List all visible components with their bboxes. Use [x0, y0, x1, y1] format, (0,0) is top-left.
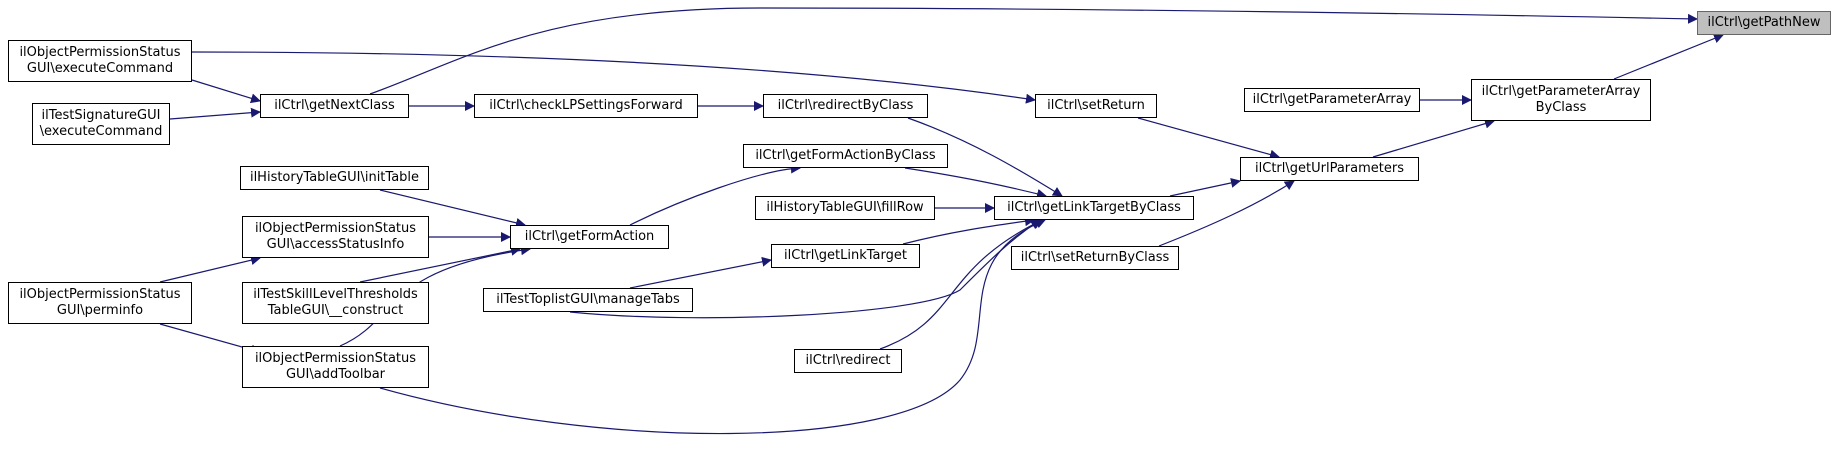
node-ilctrl-setreturnbyclass[interactable]: ilCtrl\setReturnByClass	[1011, 246, 1179, 270]
node-ilctrl-redirectbyclass[interactable]: ilCtrl\redirectByClass	[763, 94, 928, 118]
edge-glt-ttmt	[629, 256, 772, 289]
edge-redir-gltbc	[879, 219, 1043, 350]
node-ilctrl-checklpsettingsforward[interactable]: ilCtrl\checkLPSettingsForward	[474, 94, 698, 118]
edge-opsec-gnc	[191, 79, 261, 104]
node-ilctrl-setreturn[interactable]: ilCtrl\setReturn	[1035, 94, 1157, 118]
node-ilctrl-redirect[interactable]: ilCtrl\redirect	[794, 349, 902, 373]
edge-gfabc-gltbc	[904, 167, 1047, 199]
edge-gnc-root	[369, 7, 1698, 95]
edge-tsltc-gfa	[359, 245, 521, 283]
node-ilobjectpermissionstatusgui-accessstatusinfo[interactable]: ilObjectPermissionStatus GUI\accessStatu…	[242, 216, 429, 258]
edge-opsec-sr	[191, 51, 1036, 104]
node-ilobjectpermissionstatusgui-addtoolbar[interactable]: ilObjectPermissionStatus GUI\addToolbar	[242, 346, 429, 388]
edge-gup-gpabc	[1372, 118, 1495, 158]
edge-rbc-gltbc	[907, 117, 1063, 197]
edge-srbc-gup	[1158, 180, 1295, 247]
edge-glt-gltbc	[902, 216, 1035, 245]
node-iltestskilllevelthresholdstablegui-construct[interactable]: ilTestSkillLevelThresholds TableGUI\__co…	[242, 282, 429, 324]
node-ilobjectpermissionstatusgui-executecommand[interactable]: ilObjectPermissionStatus GUI\executeComm…	[8, 40, 192, 82]
edge-gltbc-gup	[1169, 177, 1241, 197]
node-ilctrl-getpathnew: ilCtrl\getPathNew	[1697, 11, 1831, 35]
edge-htinit-gfa	[379, 189, 526, 228]
node-ilobjectpermissionstatusgui-perminfo[interactable]: ilObjectPermissionStatus GUI\perminfo	[8, 282, 192, 324]
node-iltestsignaturegui-executecommand[interactable]: ilTestSignatureGUI \executeCommand	[32, 103, 170, 145]
node-ilctrl-getparameterarraybyclass[interactable]: ilCtrl\getParameterArray ByClass	[1471, 79, 1651, 121]
edge-ttmt-gltbc	[569, 219, 1041, 319]
node-ilctrl-getformaction[interactable]: ilCtrl\getFormAction	[510, 225, 669, 249]
edge-opspi-opsasi	[159, 255, 261, 283]
node-iltesttoplistgui-managetabs[interactable]: ilTestToplistGUI\manageTabs	[483, 288, 693, 312]
node-ilctrl-getlinktarget[interactable]: ilCtrl\getLinkTarget	[771, 244, 920, 268]
edge-tsec-gnc	[169, 107, 261, 120]
edge-opsat-gltbc	[379, 218, 1046, 435]
node-ilctrl-geturlparameters[interactable]: ilCtrl\getUrlParameters	[1240, 157, 1419, 181]
node-ilctrl-getnextclass[interactable]: ilCtrl\getNextClass	[260, 94, 409, 118]
edge-gpabc-root	[1613, 33, 1724, 80]
node-ilctrl-getlinktargetbyclass[interactable]: ilCtrl\getLinkTargetByClass	[994, 196, 1194, 220]
node-ilhistorytablegui-fillrow[interactable]: ilHistoryTableGUI\fillRow	[755, 196, 935, 220]
edge-gfa-gfabc	[629, 163, 801, 226]
edge-sr-gup	[1137, 117, 1280, 160]
node-ilctrl-getparameterarray[interactable]: ilCtrl\getParameterArray	[1244, 88, 1420, 112]
node-ilctrl-getformactionbyclass[interactable]: ilCtrl\getFormActionByClass	[743, 144, 948, 168]
node-ilhistorytablegui-inittable[interactable]: ilHistoryTableGUI\initTable	[240, 166, 429, 190]
